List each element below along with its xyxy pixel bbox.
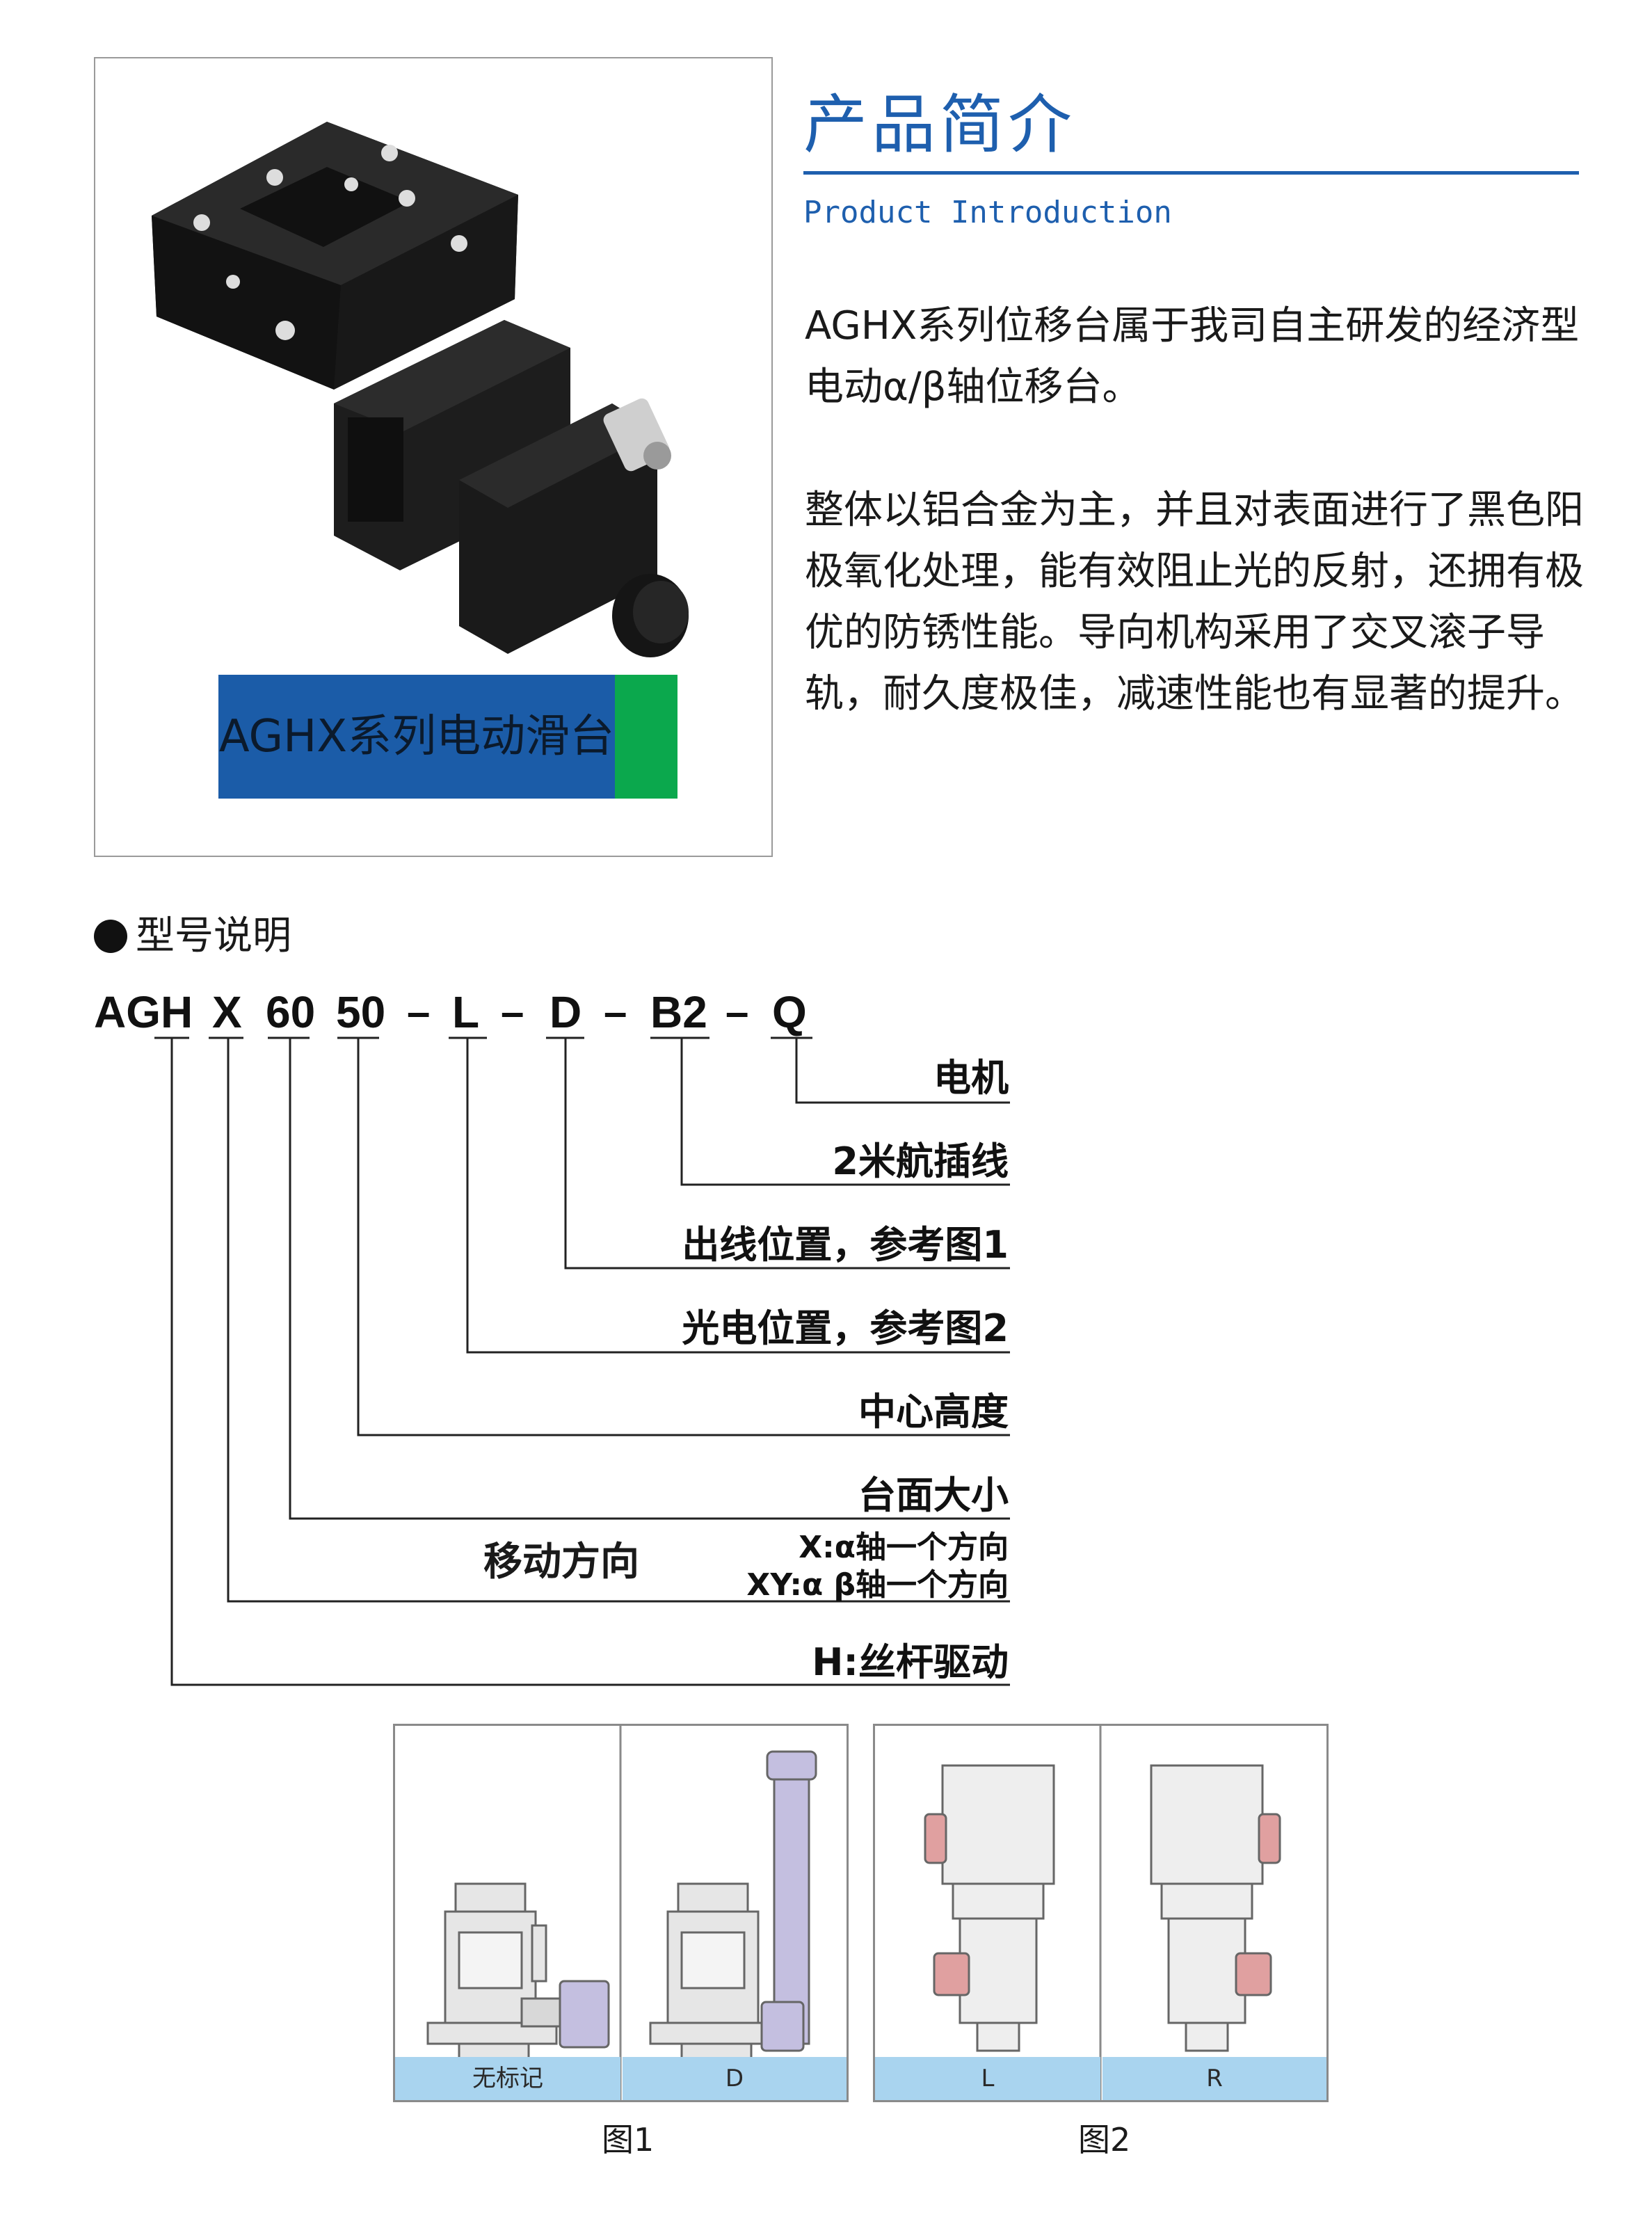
code-separator: –	[407, 988, 431, 1035]
label-cable-position: 出线位置，参考图1	[682, 1223, 1009, 1267]
product-photo	[152, 122, 689, 657]
label-aviation-cable: 2米航插线	[832, 1139, 1009, 1183]
label-center-height: 中心高度	[858, 1390, 1009, 1434]
figure-1-title: 图1	[602, 2121, 655, 2159]
label-drive: H:丝杆驱动	[812, 1640, 1009, 1684]
intro-paragraph-1: AGHX系列位移台属于我司自主研发的经济型电动α/β轴位移台。	[805, 303, 1580, 410]
bullet-dot-icon	[94, 920, 127, 953]
label-motor: 电机	[933, 1056, 1009, 1100]
intro-paragraph-2: 整体以铝合金为主，并且对表面进行了黑色阳极氧化处理，能有效阻止光的反射，还拥有极…	[805, 488, 1584, 716]
code-part-agh: AGH	[94, 987, 193, 1037]
intro-title: 产品简介	[803, 88, 1077, 162]
figure-2-cell-l: L	[875, 2057, 1100, 2100]
code-part-60: 60	[266, 987, 316, 1037]
figure-2-title: 图2	[1078, 2121, 1131, 2159]
model-leader-lines	[154, 1036, 1010, 1686]
code-separator: –	[501, 988, 524, 1035]
label-sensor-position: 光电位置，参考图2	[682, 1306, 1009, 1350]
code-part-x: X	[212, 987, 242, 1037]
banner-text: AGHX系列电动滑台	[218, 711, 615, 762]
code-separator: –	[604, 988, 627, 1035]
figure-2-cell-r: R	[1102, 2057, 1326, 2100]
label-direction-xy: XY:α β轴一个方向	[746, 1567, 1009, 1603]
figure-1-cell-none: 无标记	[395, 2057, 620, 2100]
banner-blue	[218, 675, 615, 799]
intro-divider	[803, 171, 1579, 175]
code-part-50: 50	[336, 987, 386, 1037]
code-separator: –	[725, 988, 749, 1035]
label-table-size: 台面大小	[858, 1473, 1009, 1517]
banner-green-accent	[615, 675, 677, 799]
figure-2-drawing	[924, 1724, 1281, 2102]
code-part-d: D	[550, 987, 582, 1037]
figure-1-drawing	[426, 1724, 817, 2102]
code-part-q: Q	[772, 987, 807, 1037]
figure-1-cell-d: D	[623, 2057, 847, 2100]
code-part-b2: B2	[650, 987, 707, 1037]
model-heading-text: 型号说明	[136, 913, 291, 959]
code-part-l: L	[452, 987, 480, 1037]
model-heading: 型号说明	[94, 904, 291, 961]
intro-subtitle: Product Introduction	[803, 195, 1172, 230]
label-direction-x: X:α轴一个方向	[799, 1530, 1009, 1565]
label-move-direction: 移动方向	[483, 1539, 639, 1585]
